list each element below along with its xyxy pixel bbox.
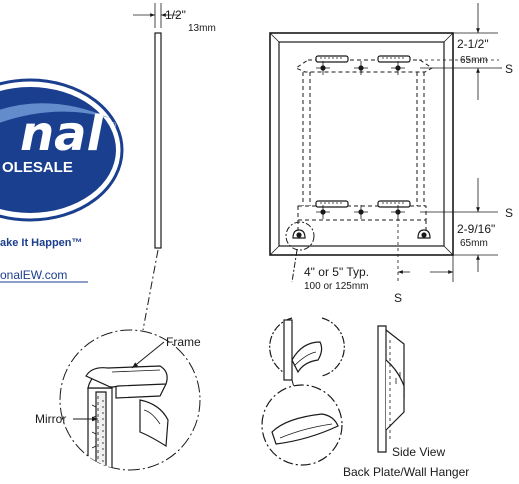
tab-detail-view — [261, 384, 343, 466]
back-plate-label: Back Plate/Wall Hanger — [343, 465, 469, 479]
mirror-label: Mirror — [35, 412, 66, 426]
company-logo: nal ® OLESALE — [0, 78, 124, 222]
spacing-in-label: 4" or 5" Typ. — [304, 265, 369, 279]
bottom-screw-s-label: S — [505, 206, 513, 220]
side-view-label: Side View — [392, 445, 445, 459]
logo-subtitle: OLESALE — [2, 159, 73, 176]
clip-detail-circle — [285, 221, 315, 251]
bottom-offset-in-label: 2-9/16" — [457, 222, 495, 236]
frame-pointer — [131, 341, 165, 369]
clip-detail-view — [269, 317, 345, 381]
bottom-offset-mm-label: 65mm — [460, 238, 488, 249]
logo-swoosh — [0, 103, 110, 123]
lower-s-label: S — [394, 291, 402, 305]
bottom-hanger-slots — [315, 200, 411, 208]
logo-brand: nal — [20, 106, 104, 162]
mirror-side-profile — [133, 3, 180, 249]
thickness-in-label: 1/2" — [165, 8, 186, 22]
screw-holes — [316, 61, 405, 219]
website-link[interactable]: onalEW.com — [0, 268, 88, 283]
detail-leader — [142, 249, 159, 331]
side-view-back-plate — [377, 325, 405, 453]
logo-tagline: ake It Happen™ — [0, 237, 83, 249]
top-offset-mm-label: 65mm — [460, 55, 488, 66]
frame-label: Frame — [166, 335, 201, 349]
bottom-clips — [292, 229, 431, 239]
spacing-mm-label: 100 or 125mm — [304, 281, 368, 292]
top-screw-s-label: S — [505, 62, 513, 76]
horizontal-dimension — [397, 218, 454, 282]
top-offset-in-label: 2-1/2" — [457, 37, 489, 51]
vertical-dimensions — [413, 3, 499, 272]
clip-leader — [291, 249, 298, 283]
website-link-text[interactable]: onalEW.com — [0, 268, 67, 282]
logo-registered: ® — [110, 121, 116, 130]
frame-detail-circle — [59, 329, 201, 471]
thickness-mm-label: 13mm — [188, 23, 216, 34]
top-hanger-slots — [315, 55, 411, 63]
